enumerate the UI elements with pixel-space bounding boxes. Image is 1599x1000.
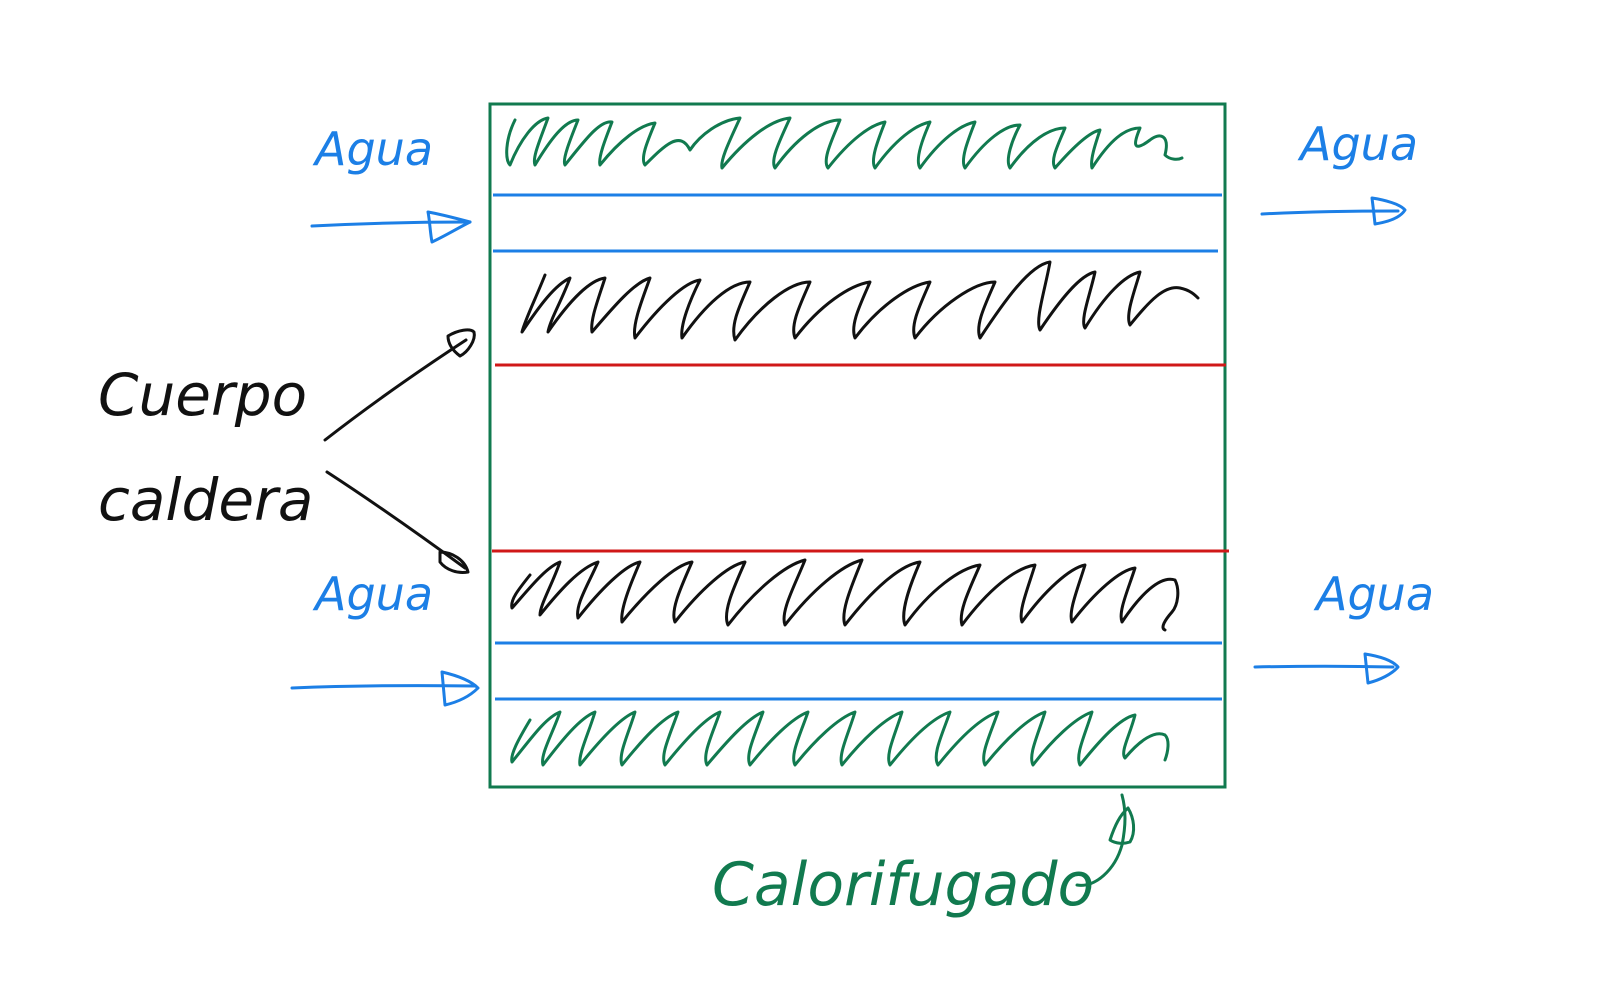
water-out-bottom-arrow [1253, 652, 1400, 685]
boiler-body-pointer-top [323, 328, 476, 442]
water-in-bottom-arrow [290, 670, 480, 707]
outer-shell [488, 102, 1227, 789]
insulation-hatch-bottom [510, 710, 1170, 767]
label-water-in-top: Agua [312, 122, 433, 176]
insulation-pointer [1075, 793, 1136, 887]
boiler-body-pointer-bottom [325, 470, 470, 574]
insulation-hatch-top [505, 116, 1184, 170]
label-insulation: Calorifugado [712, 850, 1094, 920]
boiler-body-hatch-bottom [510, 558, 1180, 632]
water-in-top-arrow [310, 210, 472, 244]
label-water-out-bottom: Agua [1313, 567, 1434, 621]
label-boiler-body-line1: Cuerpo [98, 361, 307, 429]
label-boiler-body-line2: caldera [98, 466, 313, 534]
label-water-in-bottom: Agua [312, 567, 433, 621]
water-out-top-arrow [1260, 196, 1407, 226]
boiler-body-hatch-top [520, 260, 1200, 342]
label-water-out-top: Agua [1297, 117, 1418, 171]
